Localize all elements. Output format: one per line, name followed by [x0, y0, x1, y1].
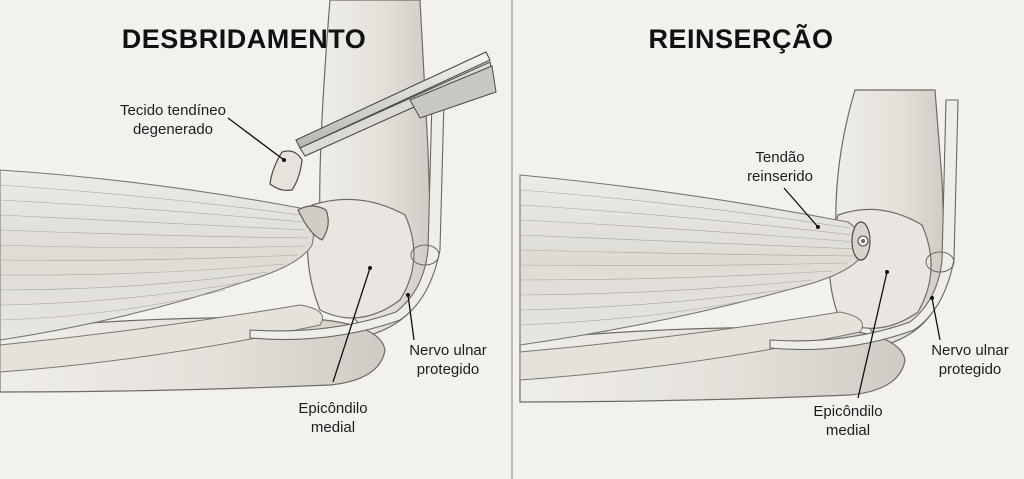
ulnar-nerve-left [249, 99, 445, 341]
label-line: Epicôndilo [813, 403, 883, 420]
lower-muscle-right [519, 311, 863, 381]
debrided-defect [297, 205, 329, 241]
label-degenerated-tissue: Tecido tendíneo degenerado [108, 101, 238, 139]
nerve-sheath-left [410, 244, 440, 266]
leader-medial-epicondyle-left [332, 267, 371, 383]
suture-anchor [851, 221, 871, 261]
label-line: Tecido tendíneo [120, 102, 226, 119]
degenerated-tissue-fragment [269, 150, 303, 191]
label-ulnar-nerve-right: Nervo ulnar protegido [920, 341, 1020, 379]
label-line: Nervo ulnar [409, 342, 487, 359]
leader-ulnar-nerve-left [407, 294, 415, 341]
leader-reinserted-tendon [783, 187, 819, 228]
label-line: Tendão [755, 149, 805, 166]
lower-muscle-left [0, 304, 323, 373]
label-line: protegido [938, 361, 1002, 378]
muscle-fibers-right [519, 189, 859, 326]
panel-title-debridement: DESBRIDAMENTO [121, 24, 367, 54]
leader-degenerated-tissue [227, 117, 285, 161]
muscle-fibers-left [0, 184, 309, 321]
epicondyle-left [306, 198, 415, 319]
label-line: reinserido [747, 168, 813, 185]
label-line: medial [825, 422, 871, 439]
label-line: Epicôndilo [298, 400, 368, 417]
label-medial-epicondyle-right: Epicôndilo medial [798, 402, 898, 440]
right-panel-drawing [519, 89, 959, 403]
flexor-muscle-left [0, 169, 315, 341]
label-line: Nervo ulnar [931, 342, 1009, 359]
label-ulnar-nerve-left: Nervo ulnar protegido [398, 341, 498, 379]
ulnar-nerve-right [769, 99, 959, 351]
label-line: protegido [416, 361, 480, 378]
label-line: medial [310, 419, 356, 436]
label-medial-epicondyle-left: Epicôndilo medial [283, 399, 383, 437]
nerve-sheath-right [925, 251, 955, 273]
panel-title-reinsertion: REINSERÇÃO [648, 24, 834, 54]
leader-ulnar-nerve-right [931, 297, 941, 341]
label-reinserted-tendon: Tendão reinserido [730, 148, 830, 186]
leader-medial-epicondyle-right [857, 271, 888, 399]
left-panel-drawing [0, 0, 497, 393]
label-line: degenerado [132, 121, 214, 138]
forceps-instrument [295, 51, 497, 157]
